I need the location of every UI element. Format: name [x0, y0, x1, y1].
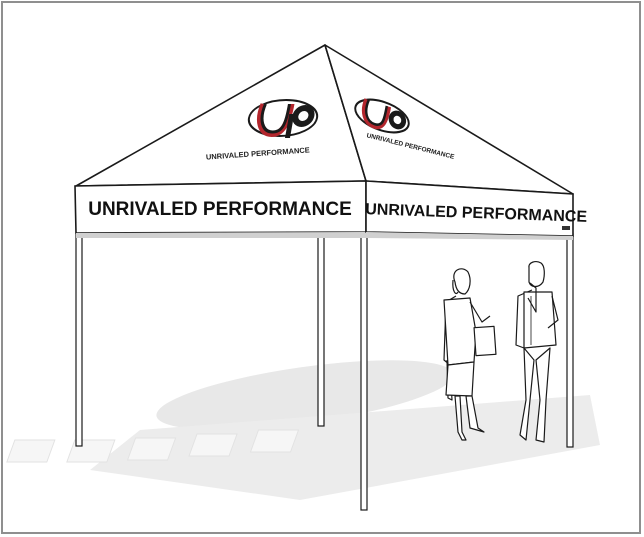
folder-icon	[473, 325, 497, 357]
small-tag	[562, 226, 570, 230]
woman-figure	[443, 268, 497, 441]
front-leg	[360, 233, 368, 511]
roof-logo-left	[247, 99, 319, 138]
valance-front-label: UNRIVALED PERFORMANCE	[88, 199, 352, 220]
valance-side: UNRIVALED PERFORMANCE	[365, 180, 588, 240]
roof-logo-right	[354, 98, 410, 134]
right-leg	[566, 233, 574, 448]
canopy-roof	[75, 44, 574, 195]
left-leg	[75, 231, 83, 447]
valance-front: UNRIVALED PERFORMANCE	[74, 180, 367, 238]
back-leg	[317, 232, 325, 427]
man-figure	[515, 261, 559, 443]
